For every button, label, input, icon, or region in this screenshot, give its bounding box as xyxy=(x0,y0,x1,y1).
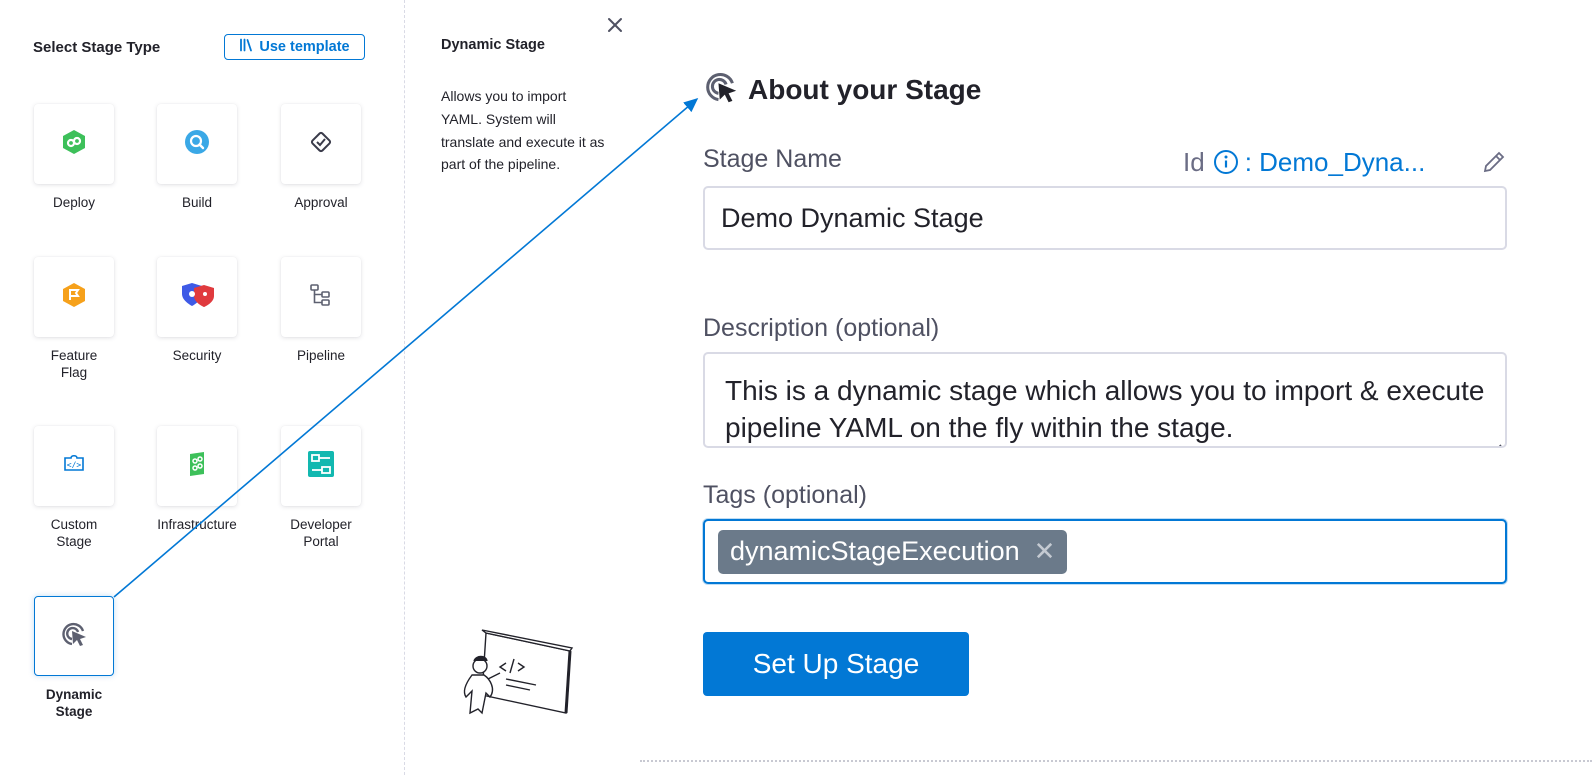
stage-name-label: Stage Name xyxy=(703,145,842,173)
form-title: About your Stage xyxy=(748,73,982,105)
stage-tile-label: Deploy xyxy=(52,195,96,210)
set-up-stage-button[interactable]: Set Up Stage xyxy=(703,632,969,696)
developer-portal-icon xyxy=(307,450,335,483)
description-label: Description (optional) xyxy=(703,314,940,342)
approval-icon xyxy=(308,129,334,160)
id-value: : Demo_Dyna... xyxy=(1244,146,1426,177)
stage-tile-label: Infrastructure xyxy=(157,517,237,532)
stage-tile-security[interactable] xyxy=(157,257,237,337)
infrastructure-icon xyxy=(184,451,210,482)
remove-tag-icon[interactable]: ✕ xyxy=(1033,536,1056,566)
bottom-divider xyxy=(640,760,1592,762)
description-textarea[interactable]: This is a dynamic stage which allows you… xyxy=(703,352,1507,448)
use-template-button[interactable]: Use template xyxy=(224,34,365,60)
form-header: About your Stage xyxy=(702,68,981,111)
stage-tile-infrastructure[interactable] xyxy=(157,426,237,506)
stage-tile-custom-stage[interactable]: </> xyxy=(34,426,114,506)
dynamic-stage-icon xyxy=(702,68,740,111)
stage-id-display: Id : Demo_Dyna... xyxy=(1183,145,1425,179)
template-library-icon xyxy=(239,38,253,56)
build-icon xyxy=(184,129,210,160)
use-template-label: Use template xyxy=(259,39,350,55)
stage-tile-approval[interactable] xyxy=(281,104,361,184)
developer-presenting-illustration xyxy=(448,625,578,720)
stage-tile-feature-flag[interactable] xyxy=(34,257,114,337)
security-icon xyxy=(178,282,216,313)
stage-tile-pipeline[interactable] xyxy=(281,257,361,337)
stage-tile-label: Security xyxy=(172,348,222,363)
stage-tile-dynamic-stage[interactable] xyxy=(34,596,114,676)
svg-text:</>: </> xyxy=(67,460,82,469)
id-label: Id xyxy=(1183,146,1205,177)
tags-input[interactable]: dynamicStageExecution ✕ xyxy=(703,519,1507,584)
stage-description-text: Allows you to import YAML. System will t… xyxy=(441,88,605,173)
dynamic-stage-icon xyxy=(59,619,89,654)
stage-tile-label: Approval xyxy=(294,195,348,210)
custom-stage-icon: </> xyxy=(61,451,87,482)
info-icon[interactable] xyxy=(1213,149,1239,175)
tag-chip: dynamicStageExecution ✕ xyxy=(718,529,1068,574)
close-icon[interactable] xyxy=(604,14,628,38)
deploy-icon xyxy=(61,129,87,160)
panel-divider xyxy=(404,0,405,775)
description-value: This is a dynamic stage which allows you… xyxy=(725,375,1485,443)
tags-label: Tags (optional) xyxy=(703,481,867,509)
stage-tile-build[interactable] xyxy=(157,104,237,184)
stage-description-title: Dynamic Stage xyxy=(441,37,545,53)
stage-tile-deploy[interactable] xyxy=(34,104,114,184)
feature-flag-icon xyxy=(61,282,87,313)
resize-handle-icon[interactable] xyxy=(1488,429,1502,446)
panel-title: Select Stage Type xyxy=(33,39,161,56)
tag-label: dynamicStageExecution xyxy=(730,536,1020,566)
stage-tile-developer-portal[interactable] xyxy=(281,426,361,506)
edit-id-pencil-icon[interactable] xyxy=(1480,148,1508,176)
stage-tile-label: Pipeline xyxy=(296,348,346,363)
stage-tile-label: Build xyxy=(181,195,213,210)
stage-type-panel: Select Stage Type Use template Deploy Bu… xyxy=(0,0,405,775)
stage-name-input[interactable]: Demo Dynamic Stage xyxy=(703,186,1507,250)
pipeline-icon xyxy=(308,282,334,313)
